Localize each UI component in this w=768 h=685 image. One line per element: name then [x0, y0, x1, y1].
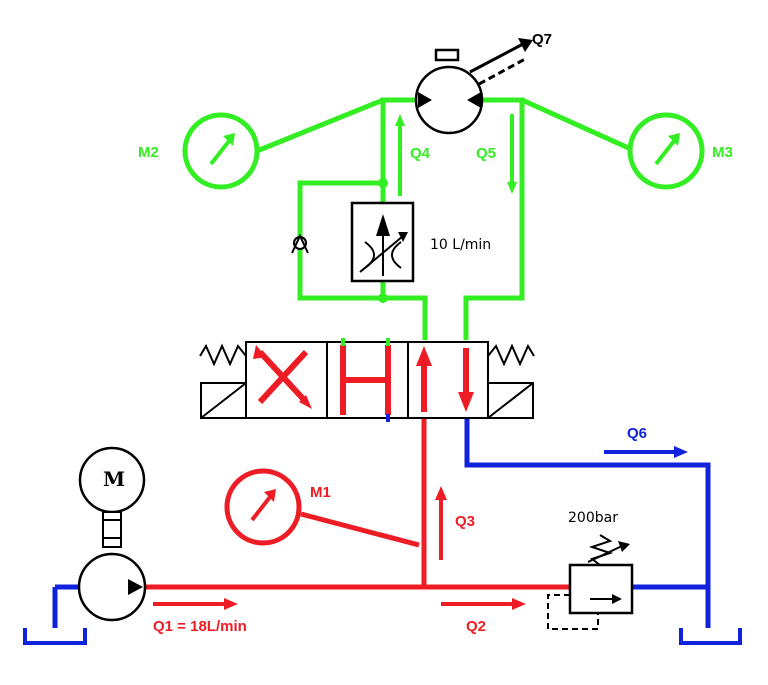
q3-flow-arrow: [435, 486, 447, 560]
tank-right: [679, 628, 742, 645]
pressure-lines: [145, 418, 570, 590]
flow-q1-label: Q1 = 18L/min: [153, 618, 247, 635]
check-valve: [291, 233, 309, 254]
q4-flow-arrow: [395, 114, 405, 196]
working-lines: [256, 97, 635, 340]
q7-rotation-indicator: [469, 38, 533, 86]
directional-control-valve: [199, 338, 535, 422]
tank-left: [23, 628, 87, 645]
electric-motor: [78, 446, 146, 548]
flow-q5-label: Q5: [476, 145, 497, 162]
flow-q3-label: Q3: [455, 513, 476, 530]
gauge-m1-label: M1: [310, 484, 331, 501]
junction-top: [378, 178, 388, 188]
flow-q2-label: Q2: [466, 618, 487, 635]
flow-control-valve: [350, 201, 415, 283]
q5-flow-arrow: [507, 114, 517, 194]
q6-flow-arrow: [604, 446, 688, 458]
electric-motor-label: M: [103, 467, 126, 491]
flow-control-setting: 10 L/min: [430, 237, 492, 253]
flow-q7-label: Q7: [532, 31, 553, 48]
flow-q6-label: Q6: [627, 425, 648, 442]
gauge-m1: [224, 468, 302, 546]
gauge-m2: [182, 112, 260, 190]
pressure-relief-valve: [547, 534, 634, 630]
relief-valve-setting: 200bar: [568, 510, 618, 526]
gauge-m3-label: M3: [712, 144, 733, 161]
hydraulic-pump: [77, 552, 147, 622]
gauge-m3: [627, 112, 705, 190]
q1-flow-arrow: [153, 598, 238, 610]
q2-flow-arrow: [441, 598, 526, 610]
junction-bottom: [378, 293, 388, 303]
gauge-m2-label: M2: [138, 144, 159, 161]
flow-q4-label: Q4: [410, 145, 431, 162]
hydraulic-motor: [414, 48, 484, 135]
return-lines: [52, 418, 711, 628]
